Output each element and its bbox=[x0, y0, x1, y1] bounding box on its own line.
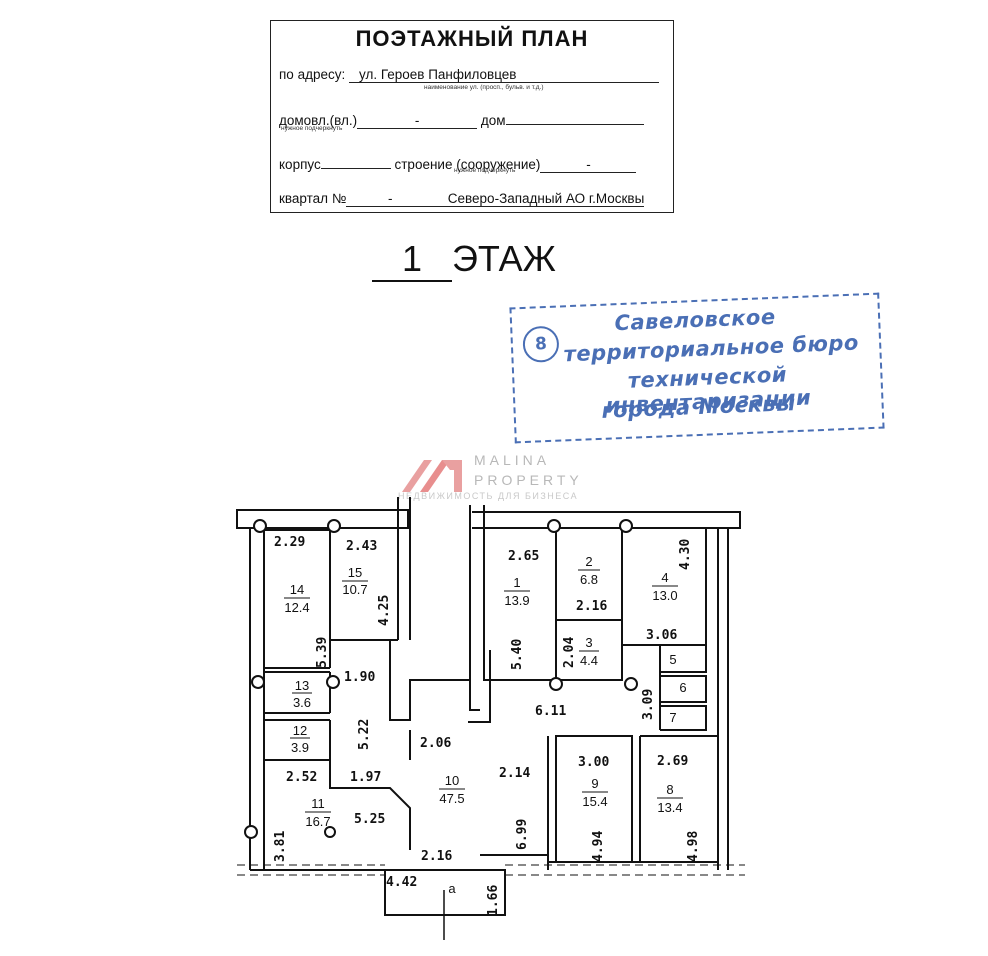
room-11-area: 16.7 bbox=[305, 814, 330, 829]
room-15-number: 15 bbox=[348, 565, 362, 580]
dim-2-69: 2.69 bbox=[657, 754, 688, 769]
kvartal-value: - bbox=[346, 191, 435, 207]
address-value: ул. Героев Панфиловцев bbox=[349, 67, 659, 83]
dim-3-09: 3.09 bbox=[641, 689, 656, 720]
dom-label: дом bbox=[480, 113, 506, 128]
room-a-label: а bbox=[448, 881, 456, 896]
stroenie-label: строение (сооружение) bbox=[394, 157, 541, 172]
room-10-area: 47.5 bbox=[439, 791, 464, 806]
room-8-area: 13.4 bbox=[657, 800, 682, 815]
dim-2-16-top: 2.16 bbox=[576, 599, 607, 614]
dim-3-00: 3.00 bbox=[578, 755, 609, 770]
dim-2-43: 2.43 bbox=[346, 539, 377, 554]
room-15-area: 10.7 bbox=[342, 582, 367, 597]
dim-2-29: 2.29 bbox=[274, 535, 305, 550]
dim-1-66: 1.66 bbox=[486, 885, 501, 916]
domovl-label: домовл.(вл.) bbox=[279, 113, 358, 128]
dim-5-40: 5.40 bbox=[510, 639, 525, 670]
dimension-labels: 2.29 2.43 4.25 5.39 1.90 5.22 2.52 1.97 … bbox=[273, 535, 701, 916]
form-title: ПОЭТАЖНЫЙ ПЛАН bbox=[355, 26, 589, 51]
room-12-number: 12 bbox=[293, 723, 307, 738]
dim-2-52: 2.52 bbox=[286, 770, 317, 785]
dom-value bbox=[505, 109, 644, 125]
floor-label: ЭТАЖ bbox=[452, 238, 556, 279]
dim-6-99: 6.99 bbox=[515, 819, 530, 850]
room-12-area: 3.9 bbox=[291, 740, 309, 755]
watermark-logo-icon bbox=[402, 460, 462, 492]
room-2-number: 2 bbox=[585, 554, 592, 569]
dim-2-14: 2.14 bbox=[499, 766, 530, 781]
room-11-number: 11 bbox=[311, 796, 325, 811]
address-label: по адресу: bbox=[279, 67, 346, 82]
room-5-number: 5 bbox=[669, 652, 676, 667]
kvartal-row: квартал №-Северо-Западный АО г.Москвы bbox=[279, 191, 645, 207]
room-7-number: 7 bbox=[669, 710, 676, 725]
dim-4-30: 4.30 bbox=[678, 539, 693, 570]
room-3-area: 4.4 bbox=[580, 653, 598, 668]
dim-3-06: 3.06 bbox=[646, 628, 677, 643]
room-4-area: 13.0 bbox=[652, 588, 677, 603]
watermark-name-1: MALINA bbox=[474, 452, 551, 468]
dim-3-81: 3.81 bbox=[273, 831, 288, 862]
dim-1-97: 1.97 bbox=[350, 770, 381, 785]
room-9-area: 15.4 bbox=[582, 794, 607, 809]
address-row: по адресу: ул. Героев Панфиловцев bbox=[279, 67, 659, 83]
korpus-row: корпус строение (сооружение)- bbox=[279, 153, 637, 173]
district-value: Северо-Западный АО г.Москвы bbox=[434, 191, 645, 207]
dim-2-65: 2.65 bbox=[508, 549, 539, 564]
room-13-area: 3.6 bbox=[293, 695, 311, 710]
kvartal-label: квартал № bbox=[279, 191, 347, 206]
dim-2-06: 2.06 bbox=[420, 736, 451, 751]
dim-2-16-bottom: 2.16 bbox=[421, 849, 452, 864]
room-8-number: 8 bbox=[666, 782, 673, 797]
address-hint: наименование ул. (просп., бульв. и т.д.) bbox=[424, 84, 544, 91]
room-9-number: 9 bbox=[591, 776, 598, 791]
room-10-number: 10 bbox=[445, 773, 459, 788]
dim-5-39: 5.39 bbox=[315, 637, 330, 668]
room-3-number: 3 bbox=[585, 635, 592, 650]
room-6-number: 6 bbox=[679, 680, 686, 695]
watermark-name-2: PROPERTY bbox=[474, 472, 583, 488]
stroenie-value: - bbox=[540, 157, 637, 173]
room-4-number: 4 bbox=[661, 570, 668, 585]
dim-5-22: 5.22 bbox=[357, 719, 372, 750]
dim-4-98: 4.98 bbox=[686, 831, 701, 862]
dim-1-90: 1.90 bbox=[344, 670, 375, 685]
stroenie-hint: нужное подчеркнуть bbox=[454, 167, 516, 174]
korpus-label: корпус bbox=[279, 157, 321, 172]
watermark-tagline: НЕДВИЖИМОСТЬ ДЛЯ БИЗНЕСА bbox=[398, 491, 579, 501]
dim-4-25: 4.25 bbox=[377, 595, 392, 626]
dim-4-94: 4.94 bbox=[591, 831, 606, 862]
domovl-hint: нужное подчеркнуть bbox=[281, 125, 343, 132]
dim-4-42: 4.42 bbox=[386, 875, 417, 890]
dim-5-25: 5.25 bbox=[354, 812, 385, 827]
domovl-row: домовл.(вл.)- дом bbox=[279, 109, 644, 129]
room-labels: 14 12.4 15 10.7 13 3.6 12 3.9 11 16.7 10… bbox=[284, 554, 687, 896]
floor-number: 1 bbox=[372, 238, 452, 282]
room-14-number: 14 bbox=[290, 582, 304, 597]
room-14-area: 12.4 bbox=[284, 600, 309, 615]
room-1-area: 13.9 bbox=[504, 593, 529, 608]
room-2-area: 6.8 bbox=[580, 572, 598, 587]
korpus-value bbox=[320, 153, 391, 169]
domovl-value: - bbox=[357, 113, 478, 129]
dim-2-04: 2.04 bbox=[562, 637, 577, 668]
watermark: MALINA PROPERTY НЕДВИЖИМОСТЬ ДЛЯ БИЗНЕСА bbox=[398, 450, 598, 510]
room-13-number: 13 bbox=[295, 678, 309, 693]
dim-6-11: 6.11 bbox=[535, 704, 566, 719]
room-1-number: 1 bbox=[513, 575, 520, 590]
address-form-box: ПОЭТАЖНЫЙ ПЛАН по адресу: ул. Героев Пан… bbox=[270, 20, 674, 213]
